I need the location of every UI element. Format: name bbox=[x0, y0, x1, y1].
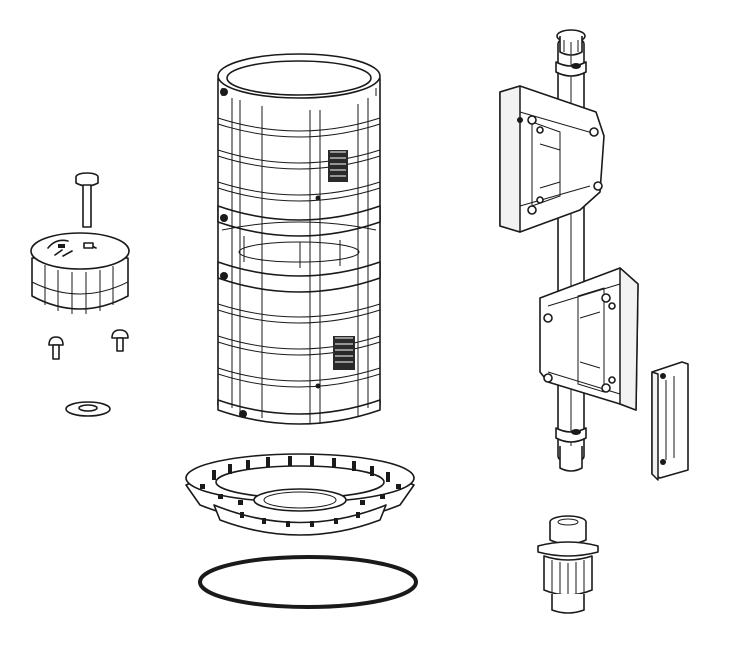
lower-bracket bbox=[539, 267, 639, 411]
side-plate bbox=[651, 361, 689, 481]
bottom-fitting bbox=[537, 515, 599, 614]
flat-washer bbox=[65, 401, 111, 417]
ribbed-base-ring bbox=[185, 453, 415, 536]
o-ring-seal bbox=[198, 555, 418, 609]
central-shaft bbox=[555, 29, 587, 472]
upper-bracket bbox=[499, 85, 605, 233]
cylindrical-screen-filter bbox=[217, 53, 381, 425]
small-screw-left bbox=[48, 336, 64, 360]
knurled-cap bbox=[30, 232, 130, 314]
long-screw bbox=[75, 172, 99, 228]
small-screw-right bbox=[111, 329, 129, 352]
mesh-patch-upper bbox=[328, 150, 348, 182]
mesh-patch-lower bbox=[333, 336, 355, 370]
